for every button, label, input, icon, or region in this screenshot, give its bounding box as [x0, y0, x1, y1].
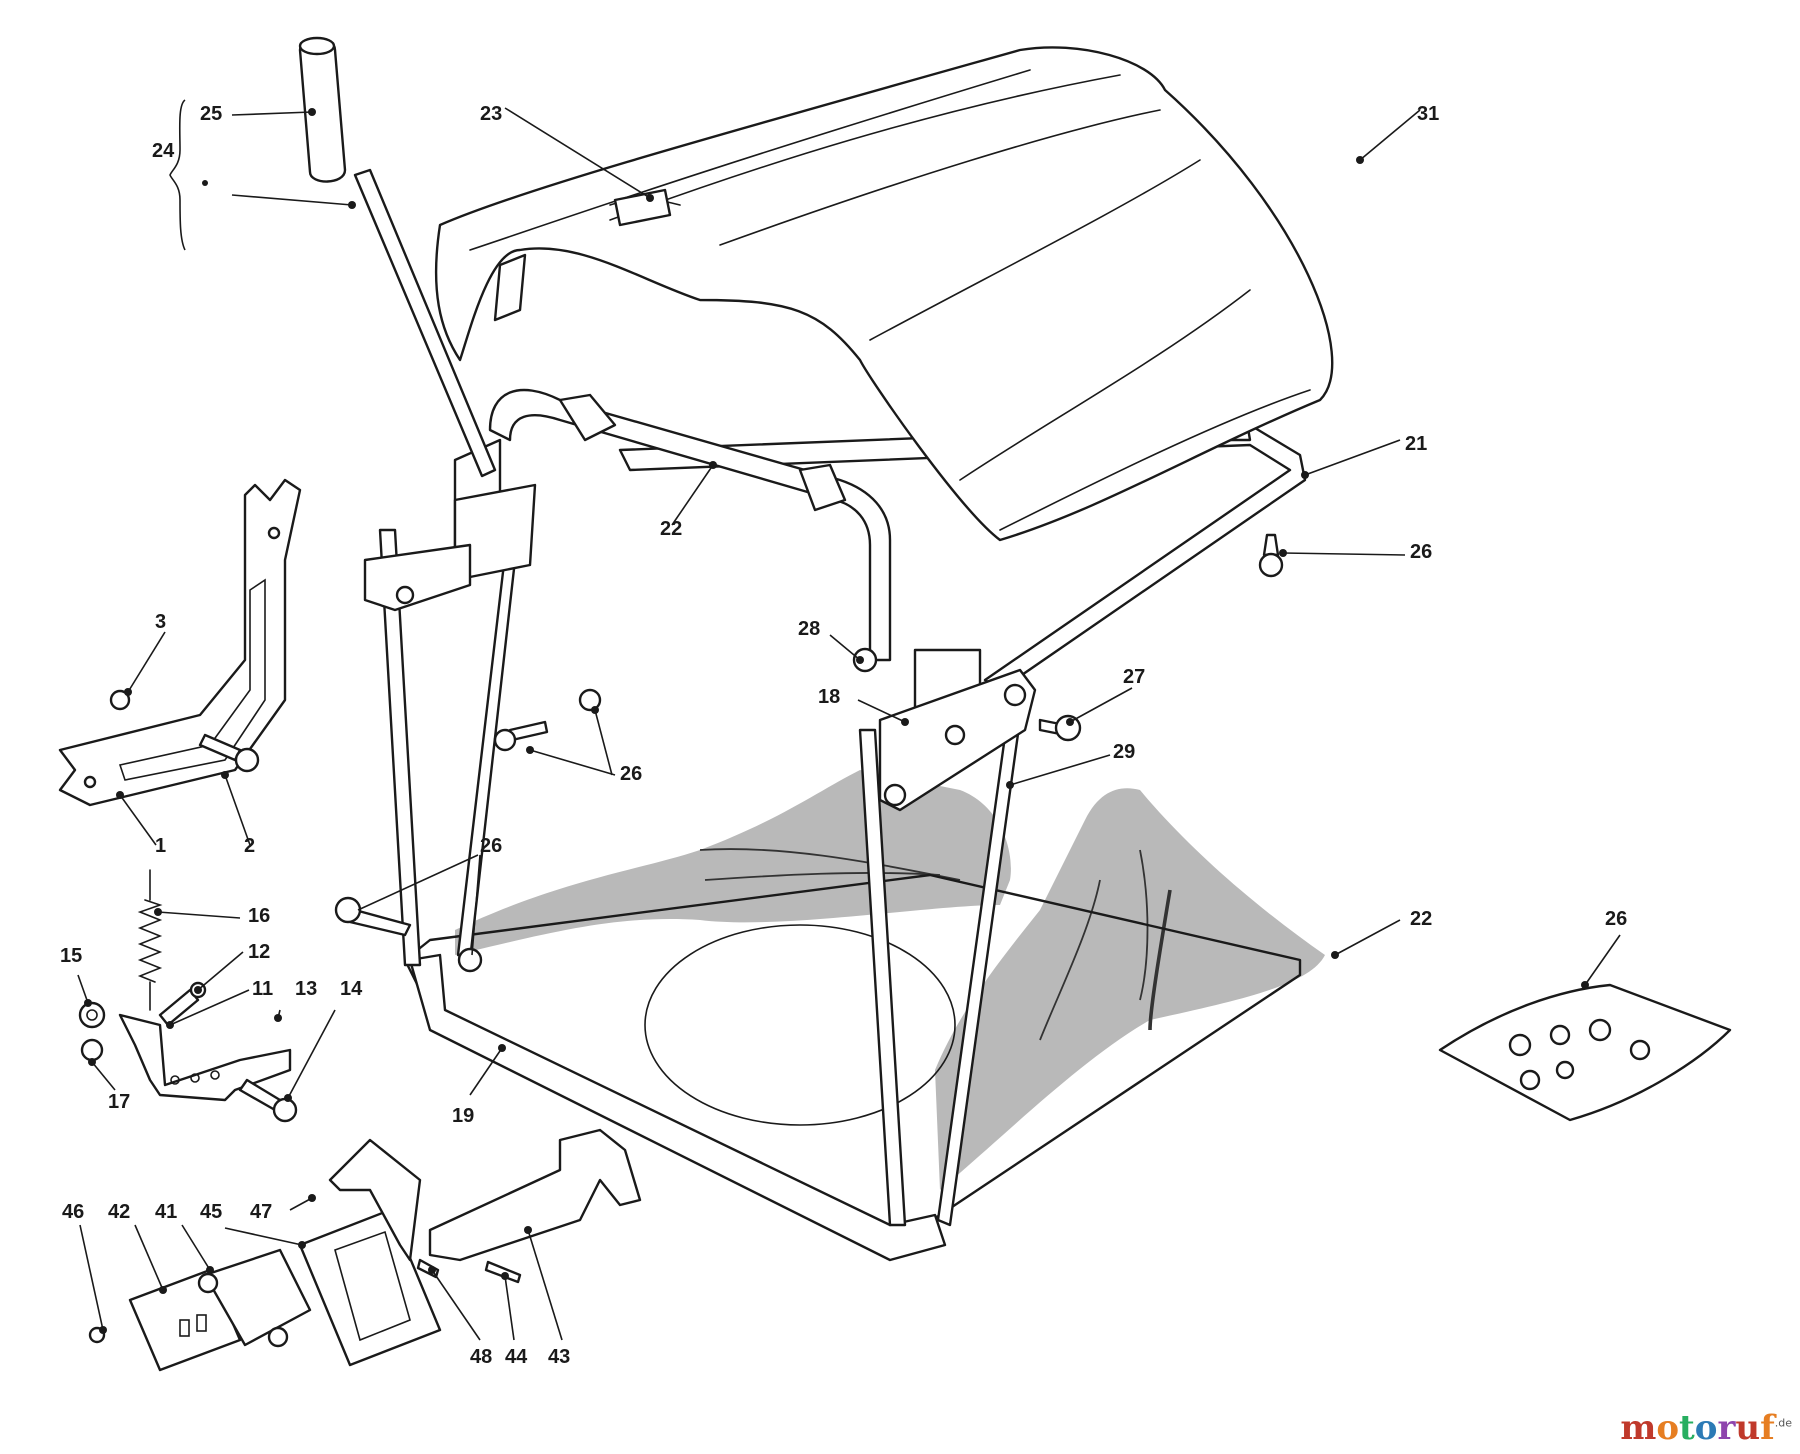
side-plate — [58, 478, 302, 807]
callout-2: 2 — [244, 835, 255, 857]
watermark-suffix: .de — [1774, 1416, 1792, 1430]
callout-3: 3 — [155, 611, 166, 633]
callout-13: 13 — [295, 978, 317, 1000]
hardware-nut-26-mid — [578, 688, 602, 712]
callout-19: 19 — [452, 1105, 474, 1127]
callouts: 25 24 23 31 21 22 26 28 27 18 29 3 1 2 2… — [60, 103, 1627, 1368]
hardware-nut-26-frame — [457, 947, 483, 973]
motoruf-watermark: motoruf.de — [1620, 1408, 1792, 1448]
bag-lever — [298, 36, 497, 478]
handle-tube — [488, 388, 892, 662]
callout-42: 42 — [108, 1201, 130, 1223]
callout-16: 16 — [248, 905, 270, 927]
callout-43: 43 — [548, 1346, 570, 1368]
hardware-screw-26-right — [1258, 533, 1284, 578]
callout-25: 25 — [200, 103, 222, 125]
latch-frame-45 — [298, 1208, 442, 1367]
callout-26b: 26 — [620, 763, 642, 785]
hardware-nut-28 — [852, 647, 878, 673]
callout-22a: 22 — [660, 518, 682, 540]
hardware-kit-bag — [1438, 983, 1732, 1122]
callout-26a: 26 — [1410, 541, 1432, 563]
watermark-brand: motoruf — [1620, 1408, 1774, 1448]
callout-46: 46 — [62, 1201, 84, 1223]
callout-28: 28 — [798, 618, 820, 640]
watermark-letter: o — [1694, 1408, 1718, 1448]
hardware-nut-17 — [80, 1038, 104, 1062]
bag-lid — [434, 46, 1334, 542]
watermark-letter: r — [1717, 1408, 1736, 1448]
adjuster-plate-11 — [118, 1013, 292, 1102]
callout-12: 12 — [248, 941, 270, 963]
watermark-letter: f — [1760, 1408, 1775, 1448]
watermark-letter: m — [1620, 1408, 1657, 1448]
leader-lines — [77, 99, 1621, 1341]
callout-29: 29 — [1113, 741, 1135, 763]
callout-31: 31 — [1417, 103, 1439, 125]
callout-17: 17 — [108, 1091, 130, 1113]
latch-housing-41 — [197, 1248, 312, 1348]
callout-14: 14 — [340, 978, 363, 1000]
callout-18: 18 — [818, 686, 840, 708]
callout-22b: 22 — [1410, 908, 1432, 930]
callout-26c: 26 — [480, 835, 502, 857]
hardware-spring-16 — [137, 869, 163, 1011]
callout-23: 23 — [480, 103, 502, 125]
watermark-letter: t — [1679, 1408, 1695, 1448]
latch-arm-43 — [428, 1128, 642, 1262]
callout-45: 45 — [200, 1201, 222, 1223]
hardware-bolt-2 — [198, 733, 260, 773]
callout-48: 48 — [470, 1346, 492, 1368]
callout-21: 21 — [1405, 433, 1427, 455]
callout-44: 44 — [505, 1346, 528, 1368]
callout-1: 1 — [155, 835, 166, 857]
hardware-bolt-26-left — [334, 896, 412, 937]
pin-44 — [484, 1260, 522, 1284]
watermark-letter: o — [1656, 1408, 1680, 1448]
hinge-bracket-left — [363, 438, 537, 612]
latch-plate-42 — [128, 1268, 242, 1372]
hardware-nut-15 — [78, 1001, 106, 1029]
callout-24: 24 — [152, 140, 175, 162]
callout-15: 15 — [60, 945, 82, 967]
latch-cover-47 — [328, 1138, 422, 1262]
hardware-bolt-26-mid — [493, 720, 549, 752]
hardware-nut-3 — [109, 689, 131, 711]
hinge-bracket-right — [878, 648, 1037, 812]
bag-frame — [378, 528, 1024, 1262]
callout-27: 27 — [1123, 666, 1145, 688]
watermark-letter: u — [1735, 1408, 1761, 1448]
callout-41: 41 — [155, 1201, 177, 1223]
callout-26d: 26 — [1605, 908, 1627, 930]
callout-11: 11 — [252, 978, 273, 1000]
callout-47: 47 — [250, 1201, 272, 1223]
